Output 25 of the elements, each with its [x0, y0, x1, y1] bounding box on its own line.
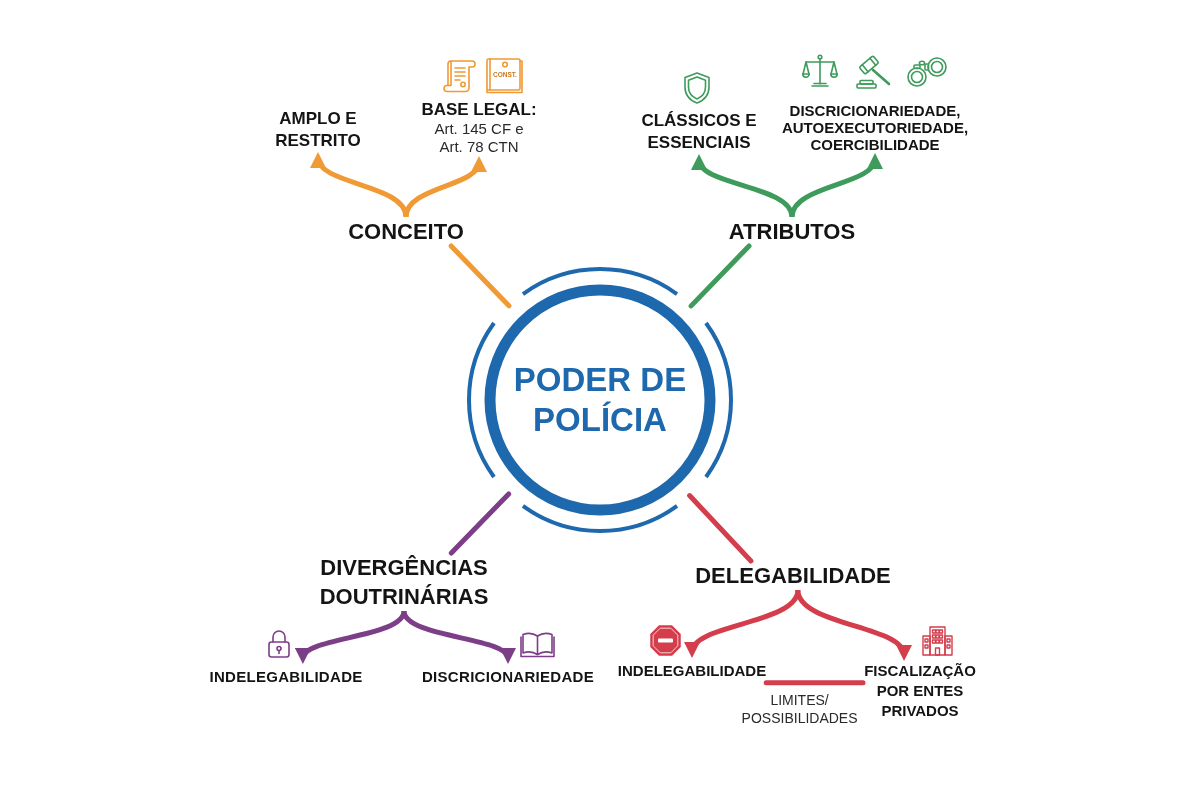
branch-heading: ATRIBUTOS: [728, 217, 856, 246]
curved-arrow: [313, 152, 409, 218]
curved-arrow: [789, 153, 881, 218]
topic-text: AMPLO E RESTRITO: [272, 108, 364, 152]
connector-line: [448, 491, 512, 556]
curved-arrow: [687, 589, 801, 658]
topic-text: INDELEGABILIDADE: [209, 664, 363, 690]
connector-line: [688, 243, 752, 309]
topic-text: INDELEGABILIDADE: [617, 658, 767, 684]
branch-heading: CONCEITO: [348, 217, 464, 246]
curved-arrow: [795, 589, 909, 661]
topic-heading: BASE LEGAL:: [421, 99, 537, 120]
branch-heading: DELEGABILIDADE: [695, 561, 891, 590]
topic-text: DISCRICIONARIEDADE, AUTOEXECUTORIEDADE, COERCIBILIDADE: [776, 102, 974, 153]
connector-line: [763, 680, 866, 686]
connector-line: [448, 243, 512, 309]
topic-text: DISCRICIONARIEDADE: [421, 664, 595, 690]
topic-text: FISCALIZAÇÃO POR ENTES PRIVADOS: [863, 661, 977, 721]
topic-text: CLÁSSICOS E ESSENCIAIS: [637, 110, 761, 154]
branch-heading: DIVERGÊNCIAS DOUTRINÁRIAS: [313, 553, 495, 611]
circle-title: PODER DE POLÍCIA: [512, 360, 688, 440]
curved-arrow: [694, 154, 795, 218]
curved-arrow: [403, 156, 485, 218]
connector-line: [687, 493, 754, 564]
topic-text: Art. 145 CF e Art. 78 CTN: [433, 120, 525, 156]
